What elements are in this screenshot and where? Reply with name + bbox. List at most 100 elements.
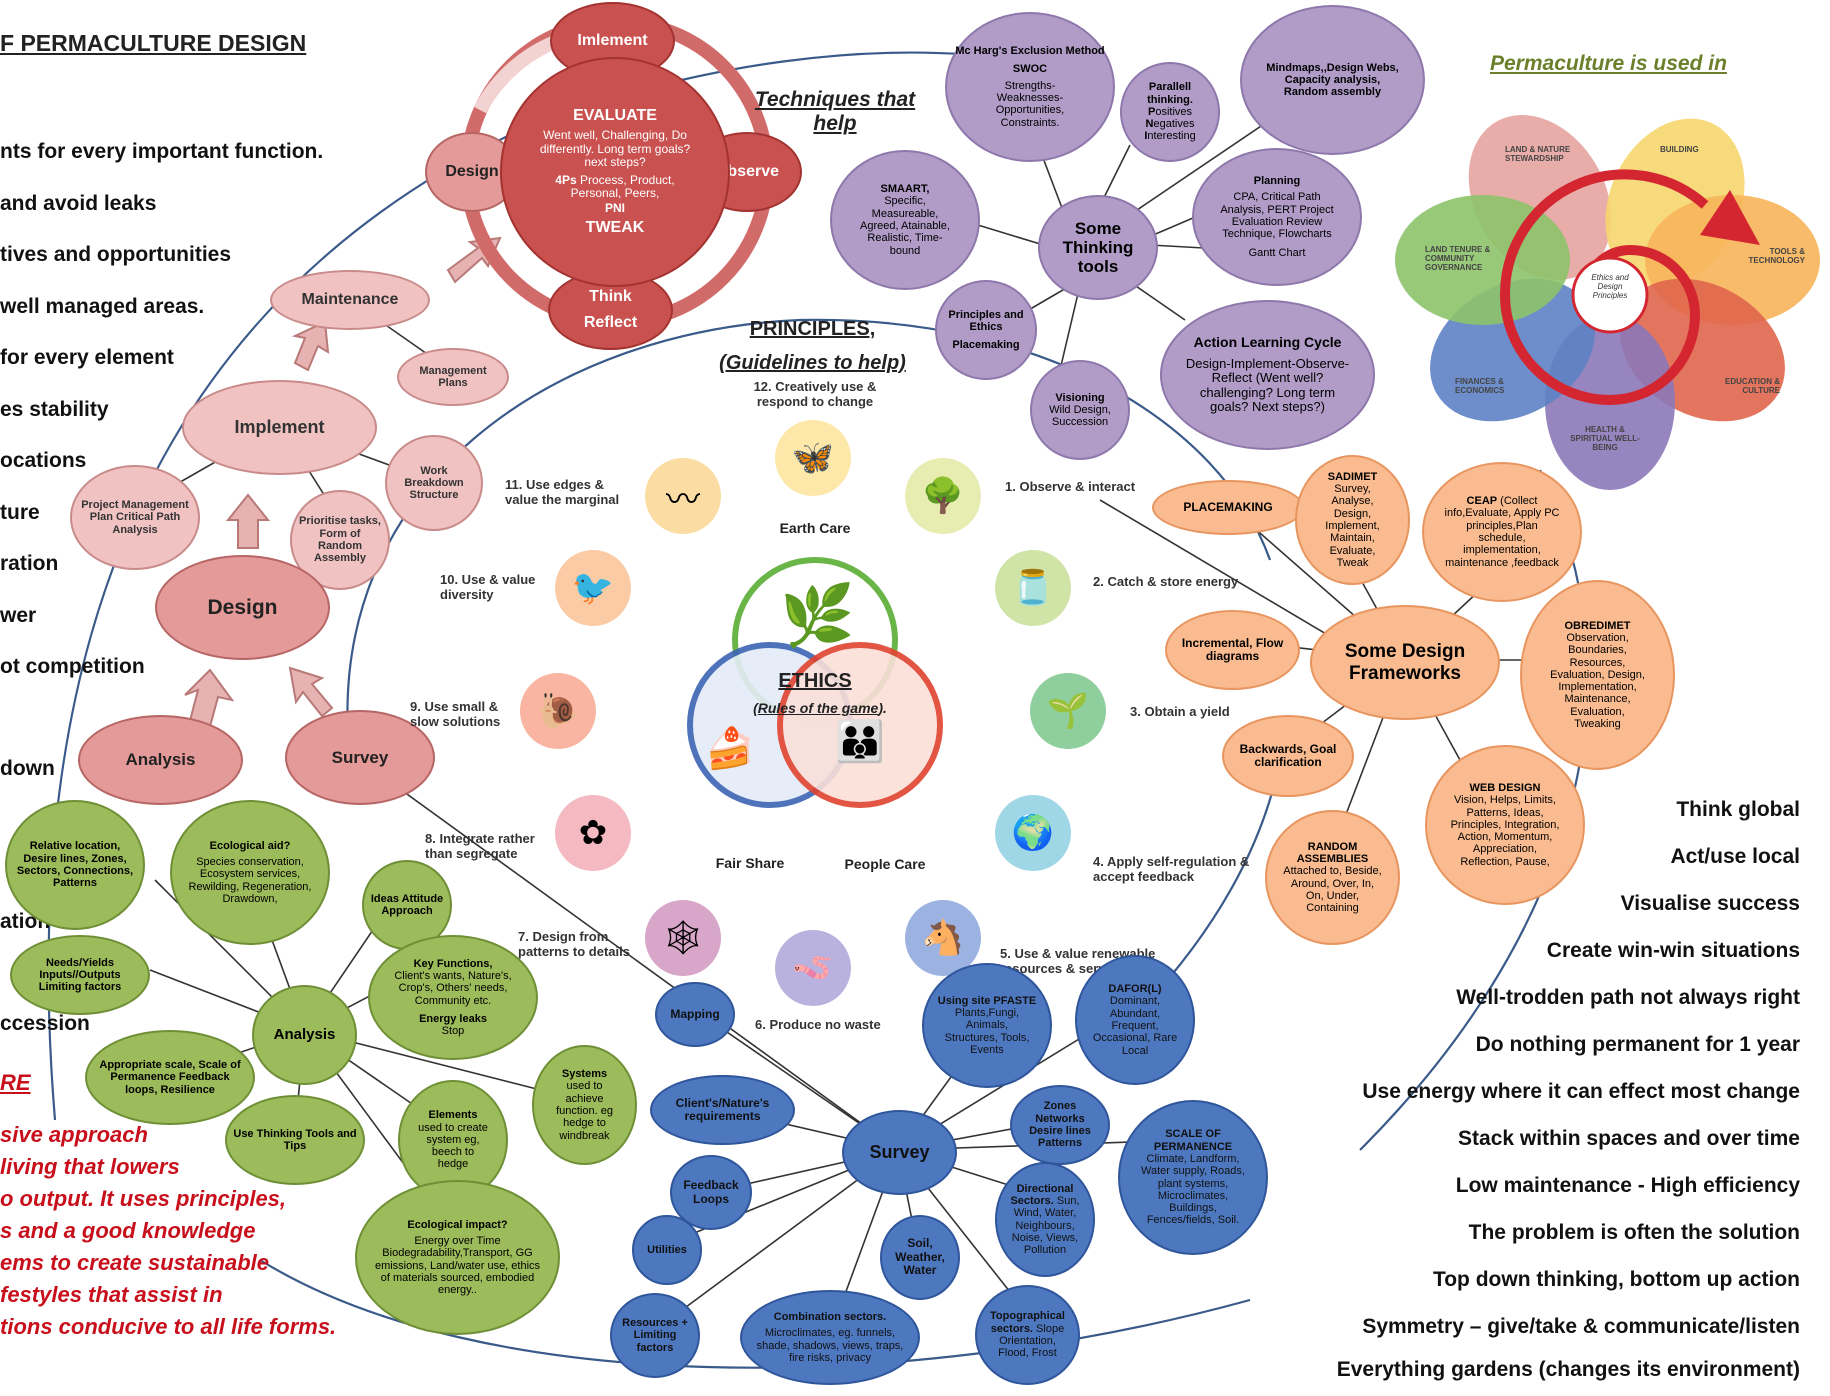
ethics-venn [687, 557, 943, 808]
attitude-item: Well-trodden path not always right [1456, 986, 1800, 1009]
principle-1: 1. Observe & interact [1005, 479, 1136, 494]
combination-node: Combination sectors. Microclimates, eg. … [740, 1290, 920, 1385]
dafor-title: DAFOR(L) [1108, 983, 1162, 996]
techniques-title: Techniques that help [740, 88, 930, 136]
scale-permanence-node: SCALE OF PERMANENCE Climate, Landform, W… [1118, 1100, 1268, 1255]
feedback-loops-node: Feedback Loops [670, 1155, 752, 1230]
fourps-label: 4Ps [555, 172, 577, 187]
parallel-title: Parallell thinking. [1147, 81, 1193, 106]
attitude-item: Act/use local [1670, 845, 1800, 868]
left-principle: ture [0, 501, 40, 524]
principle-7: 7. Design from patterns to details [518, 929, 630, 959]
petal-label: LAND TENURE & COMMUNITY GOVERNANCE [1425, 245, 1491, 272]
principle-4: 4. Apply self-regulation & accept feedba… [1093, 854, 1250, 884]
eco-aid-text: Species conservation, Ecosystem services… [188, 856, 312, 905]
left-principle: es stability [0, 398, 109, 421]
planning-node: Planning CPA, Critical Path Analysis, PE… [1192, 148, 1362, 286]
left-principle: and avoid leaks [0, 192, 157, 215]
gantt-text: Gantt Chart [1248, 246, 1306, 259]
principle-3: 3. Obtain a yield [1130, 704, 1230, 719]
analysis-center: Analysis [252, 985, 357, 1085]
topo-text: Slope Orientation, Flood, Frost [998, 1322, 1065, 1360]
swoc-text: Strengths-Weaknesses-Opportunities, Cons… [995, 79, 1065, 129]
visioning-title: Visioning [1055, 391, 1105, 404]
survey-node: Survey [285, 710, 435, 805]
key-functions-node: Key Functions, Client's wants, Nature's,… [368, 935, 538, 1060]
ceap-node: CEAP (Collect info,Evaluate, Apply PC pr… [1422, 462, 1582, 602]
planning-title: Planning [1253, 175, 1301, 188]
tree-icon: 🌳 [905, 458, 981, 534]
principle-10: 10. Use & value diversity [440, 572, 536, 602]
frameworks-center: Some Design Frameworks [1310, 605, 1500, 720]
smaart-title: SMAART, [880, 183, 930, 196]
pni-n: N [1145, 118, 1154, 131]
scale-node: Appropriate scale, Scale of Permanence F… [85, 1030, 255, 1125]
zones-node: Zones Networks Desire lines Patterns [1010, 1085, 1110, 1165]
definition-line: festyles that assist in [0, 1282, 223, 1307]
petal-label: TOOLS & TECHNOLOGY [1748, 247, 1805, 265]
attitude-item: Everything gardens (changes its environm… [1336, 1358, 1800, 1381]
earth-care-label: Earth Care [779, 520, 851, 536]
management-plans-node: Management Plans [397, 348, 509, 406]
attitude-item: Low maintenance - High efficiency [1455, 1174, 1800, 1197]
relative-location-node: Relative location, Desire lines, Zones, … [5, 800, 145, 930]
attitude-item: Do nothing permanent for 1 year [1475, 1033, 1800, 1056]
obredimet-text: Observation, Boundaries, Resources, Eval… [1550, 631, 1645, 731]
dafor-text: Dominant, Abundant, Frequent, Occasional… [1092, 995, 1178, 1057]
sadimet-node: SADIMET Survey, Analyse, Design, Impleme… [1295, 455, 1410, 585]
placemaking-text: Placemaking [952, 339, 1020, 352]
attitude-item: The problem is often the solution [1468, 1221, 1800, 1244]
directional-text: Sun, Wind, Water, Neighbours, Noise, Vie… [1011, 1194, 1080, 1257]
left-principle: well managed areas. [0, 295, 205, 318]
petal-label: FINANCES & ECONOMICS [1455, 377, 1505, 395]
evaluate-hub: EVALUATE Went well, Challenging, Do diff… [500, 57, 730, 287]
mcharg-node: Mc Harg's Exclusion Method SWOC Strength… [945, 12, 1115, 162]
definition-heading: RE [0, 1070, 31, 1095]
principle-9: 9. Use small & slow solutions [410, 699, 501, 729]
attitude-item: Create win-win situations [1546, 939, 1800, 962]
ceap-title: CEAP [1466, 495, 1498, 508]
left-principle: wer [0, 604, 37, 627]
river-icon: 〰 [645, 458, 721, 534]
attitude-item: Stack within spaces and over time [1458, 1127, 1800, 1150]
ceap-text: (Collect info,Evaluate, Apply PC princip… [1444, 495, 1560, 569]
attitude-item: Visualise success [1620, 892, 1800, 915]
attitude-item: Think global [1676, 798, 1800, 821]
pni-p-rest: ositives [1155, 105, 1193, 118]
pni-i: I [1144, 130, 1148, 143]
thinking-tools-node: Some Thinking tools [1038, 195, 1158, 300]
techniques-title-line2: help [813, 112, 857, 135]
definition-line: ems to create sustainable [0, 1250, 270, 1275]
cycle-think: Think [589, 288, 632, 306]
spiderweb-icon: 🕸 [645, 900, 721, 976]
project-plan-node: Project Management Plan Critical Path An… [70, 465, 200, 570]
smaart-text: Specific, Measureable, Agreed, Atainable… [860, 195, 950, 257]
attitude-item: Top down thinking, bottom up action [1432, 1268, 1800, 1291]
eco-aid-title: Ecological aid? [209, 839, 291, 852]
pfaste-text: Plants,Fungi, Animals, Structures, Tools… [944, 1007, 1030, 1056]
petal-label: LAND & NATURE STEWARDSHIP [1505, 145, 1571, 163]
petal-label: HEALTH & SPIRITUAL WELL-BEING [1570, 425, 1640, 452]
systems-node: Systems used to achieve function. eg hed… [532, 1045, 637, 1165]
alc-text: Design-Implement-Observe-Reflect (Went w… [1185, 355, 1350, 415]
thinking-tools-tips-node: Use Thinking Tools and Tips [225, 1095, 365, 1185]
sprout-icon: 🌿 [780, 582, 855, 649]
topo-node: Topographical sectors. Slope Orientation… [975, 1285, 1080, 1385]
left-principle: nts for every important function. [0, 140, 324, 163]
key-functions-title: Key Functions, [413, 957, 493, 970]
definition-line: sive approach [0, 1122, 148, 1147]
visioning-node: Visioning Wild Design, Succession [1030, 360, 1130, 460]
ethics-title: ETHICS [778, 670, 852, 692]
petal-label: BUILDING [1660, 145, 1699, 154]
bottle-icon: 🫙 [995, 550, 1071, 626]
random-text: Attached to, Beside, Around, Over, In, O… [1283, 865, 1382, 915]
left-principle: down [0, 757, 55, 780]
left-principle: ration [0, 552, 59, 575]
dafor-node: DAFOR(L) Dominant, Abundant, Frequent, O… [1075, 955, 1195, 1085]
needs-node: Needs/Yields Inputs//Outputs Limiting fa… [10, 935, 150, 1015]
obredimet-title: OBREDIMET [1564, 619, 1631, 632]
key-functions-text: Client's wants, Nature's, Crop's, Others… [394, 969, 512, 1007]
resources-node: Resources + Limiting factors [610, 1293, 700, 1378]
principles-ethics-node: Principles and Ethics Placemaking [935, 280, 1037, 380]
ethics-rules: (Rules of the game). [753, 700, 887, 716]
